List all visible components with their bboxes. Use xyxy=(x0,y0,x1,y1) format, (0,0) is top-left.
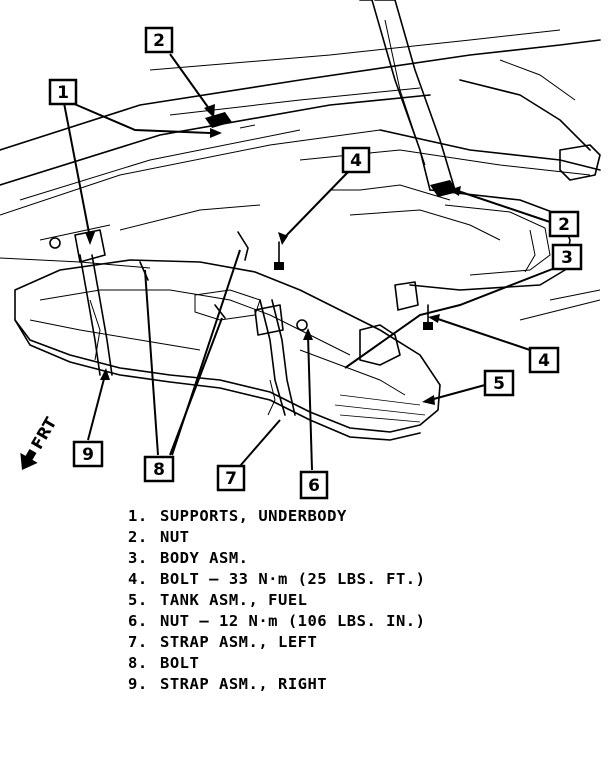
callout-7: 7 xyxy=(216,464,246,492)
underbody-floor xyxy=(0,29,601,241)
callout-2-top: 2 xyxy=(144,26,174,54)
bolts xyxy=(139,231,433,330)
fuel-tank-exploded-diagram: 1 2 2 3 4 4 5 6 7 8 9 FRT xyxy=(0,0,601,500)
svg-text:2: 2 xyxy=(153,31,165,51)
legend-item: 3.BODY ASM. xyxy=(128,549,249,567)
svg-text:9: 9 xyxy=(82,445,94,465)
parts-legend: 1.SUPPORTS, UNDERBODY 2.NUT 3.BODY ASM. … xyxy=(128,506,528,695)
legend-item: 7.STRAP ASM., LEFT xyxy=(128,633,318,651)
callout-4-top: 4 xyxy=(341,146,371,174)
svg-text:2: 2 xyxy=(558,215,570,235)
svg-text:1: 1 xyxy=(57,83,69,103)
forward-label: FRT xyxy=(27,414,60,453)
callout-6: 6 xyxy=(299,470,329,500)
callout-3: 3 xyxy=(551,243,583,271)
nuts xyxy=(205,112,458,197)
legend-item: 5.TANK ASM., FUEL xyxy=(128,591,308,609)
legend-item: 8.BOLT xyxy=(128,654,200,672)
leader-lines xyxy=(63,53,556,471)
legend-item: 6.NUT – 12 N·m (106 LBS. IN.) xyxy=(128,612,426,630)
callout-8: 8 xyxy=(143,455,175,483)
svg-text:8: 8 xyxy=(153,460,165,480)
rear-pillar xyxy=(359,0,456,191)
callout-5: 5 xyxy=(483,369,515,397)
leader-arrowheads xyxy=(85,104,461,405)
callout-2-right: 2 xyxy=(548,210,580,238)
callout-1: 1 xyxy=(48,78,78,106)
legend-item: 9.STRAP ASM., RIGHT xyxy=(128,675,328,693)
svg-text:7: 7 xyxy=(225,469,237,489)
svg-text:6: 6 xyxy=(308,476,320,496)
legend-item: 4.BOLT – 33 N·m (25 LBS. FT.) xyxy=(128,570,426,588)
underbody-support-bracket xyxy=(49,229,419,336)
forward-arrow-icon: FRT xyxy=(20,414,60,470)
callout-9: 9 xyxy=(72,440,104,468)
svg-text:3: 3 xyxy=(561,248,573,268)
callout-4-right: 4 xyxy=(528,346,560,374)
legend-item: 2.NUT xyxy=(128,528,190,546)
svg-text:4: 4 xyxy=(350,151,362,171)
tank-straps xyxy=(79,254,296,416)
legend-item: 1.SUPPORTS, UNDERBODY xyxy=(128,507,347,525)
svg-text:5: 5 xyxy=(493,374,505,394)
svg-text:4: 4 xyxy=(538,351,550,371)
